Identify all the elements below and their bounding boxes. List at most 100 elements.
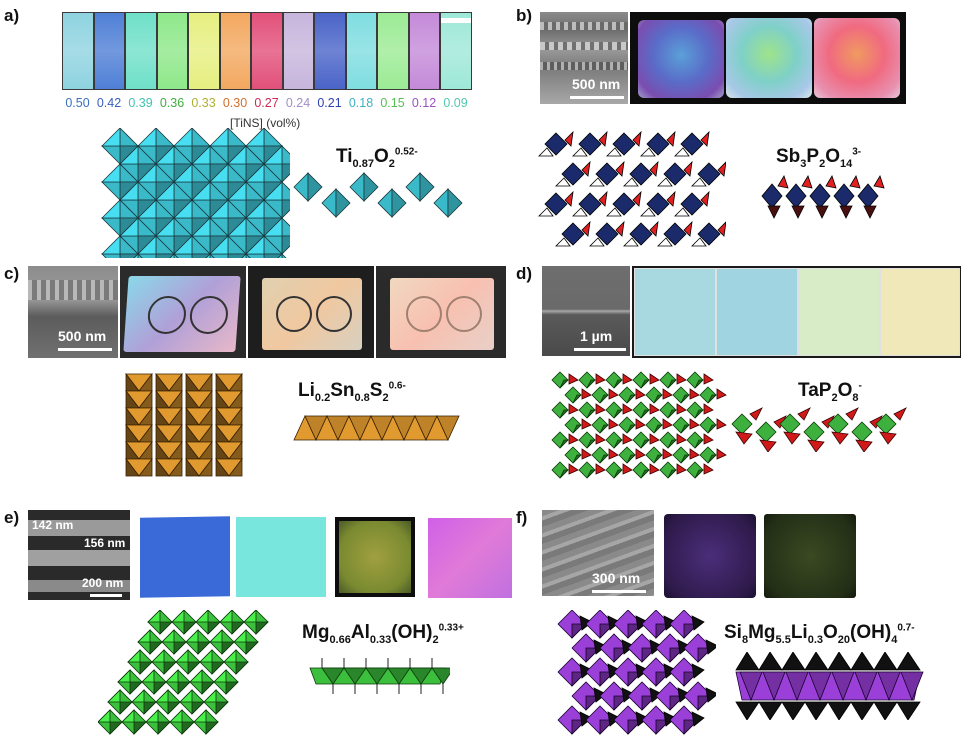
octahedron-face (433, 188, 449, 218)
tetrahedron-face (538, 207, 554, 217)
film-sample (390, 278, 494, 350)
octahedron-face (646, 192, 670, 216)
panel-c-photo-1 (120, 266, 246, 358)
octahedron-face (680, 454, 690, 464)
tetrahedron-face (632, 190, 642, 207)
tetrahedron-face (635, 615, 649, 631)
octahedron-face (707, 454, 717, 464)
tetrahedron-face (657, 237, 673, 247)
film-sample (262, 278, 362, 350)
tetrahedron-face (873, 175, 885, 189)
panel-e-formula: Mg0.66Al0.33(OH)20.33+ (302, 622, 464, 646)
tetrahedron-face (622, 433, 633, 445)
tetrahedron-face (783, 431, 801, 445)
octahedron-face (203, 689, 217, 703)
octahedron-face (263, 217, 283, 237)
panel-c-photo-2 (248, 266, 374, 358)
tetrahedron-face (825, 175, 837, 189)
tetrahedron-face (893, 407, 907, 421)
tetrahedron-face (735, 701, 760, 720)
tetrahedron-face (615, 220, 625, 237)
tetrahedron-face (831, 431, 849, 445)
tetrahedron-face (635, 418, 646, 430)
octahedron-face (626, 424, 636, 434)
thickness-label: 156 nm (84, 536, 126, 550)
tetrahedron-face (568, 463, 579, 475)
film-backdrop (335, 517, 415, 597)
tetrahedron-face (606, 147, 622, 157)
tetrahedron-face (640, 207, 656, 217)
panel-e-label: e) (4, 508, 20, 527)
scale-bar (441, 18, 471, 23)
octahedron-face (613, 409, 623, 419)
octahedron-face (155, 145, 175, 165)
octahedron-face (101, 145, 121, 165)
octahedron-face (159, 621, 173, 635)
octahedron-face (155, 217, 175, 237)
tetrahedron-face (621, 639, 635, 655)
octahedron-face (133, 721, 147, 735)
panel-b-label: b) (516, 6, 533, 25)
octahedron-face (612, 132, 636, 156)
octahedron-face (667, 409, 677, 419)
octahedron-face (321, 188, 337, 218)
color-strip (282, 12, 314, 90)
octahedron-face (119, 128, 139, 147)
tetrahedron-face (649, 160, 659, 177)
tetrahedron-face (579, 711, 593, 727)
octahedron-face (578, 192, 602, 216)
octahedron-face (173, 235, 193, 255)
lisns-single-layer-structure (293, 415, 460, 441)
octahedron-face (762, 671, 786, 702)
octahedron-face (209, 199, 229, 219)
octahedron-face (143, 701, 157, 715)
film-sample-blue (638, 20, 724, 98)
octahedron-face (277, 253, 283, 258)
tetrahedron-face (791, 205, 805, 219)
tetrahedron-face (581, 388, 592, 400)
tetrahedron-face (683, 220, 693, 237)
octahedron-face (155, 253, 175, 258)
octahedron-face (243, 610, 257, 623)
tetrahedron-face (649, 373, 660, 385)
tetrahedron-face (608, 388, 619, 400)
octahedron-face (119, 701, 133, 715)
film-sample-cyan (236, 517, 326, 597)
octahedron-face (646, 132, 670, 156)
octahedron-face (680, 132, 704, 156)
octahedron-face (181, 721, 195, 735)
octahedron-face (231, 621, 245, 635)
octahedron-face (173, 128, 193, 147)
octahedron-face (739, 671, 763, 702)
tetrahedron-face (649, 687, 663, 703)
panel-e-scale-label: 200 nm (82, 576, 124, 590)
octahedron-face (707, 424, 717, 434)
tetrahedron-face (807, 439, 825, 452)
octahedron-face (578, 132, 602, 156)
ldh-layer-stack-structure (98, 610, 269, 735)
octahedron-face (225, 681, 239, 695)
octahedron-face (207, 621, 221, 635)
tetrahedron-face (676, 433, 687, 445)
panel-d-formula: TaP2O8- (798, 380, 862, 404)
octahedron-face (149, 641, 163, 655)
octahedron-face (191, 217, 211, 237)
strip-value-label: 0.18 (348, 96, 374, 110)
octahedron-face (137, 199, 157, 219)
coin-emblem-icon (316, 296, 352, 332)
tetrahedron-face (716, 418, 727, 430)
octahedron-face (121, 709, 135, 723)
octahedron-face (629, 162, 653, 186)
octahedron-face (900, 671, 924, 702)
panel-b-scale-label: 500 nm (572, 76, 621, 92)
tetrahedron-face (735, 431, 753, 445)
octahedron-face (785, 183, 807, 209)
tetrahedron-face (581, 160, 591, 177)
octahedron-face (586, 409, 596, 419)
octahedron-face (169, 709, 183, 723)
tetrahedron-face (850, 652, 875, 671)
film-sample-orange (814, 18, 900, 98)
octahedron-face (561, 162, 585, 186)
tetrahedron-face (581, 220, 591, 237)
octahedron-face (109, 721, 123, 735)
